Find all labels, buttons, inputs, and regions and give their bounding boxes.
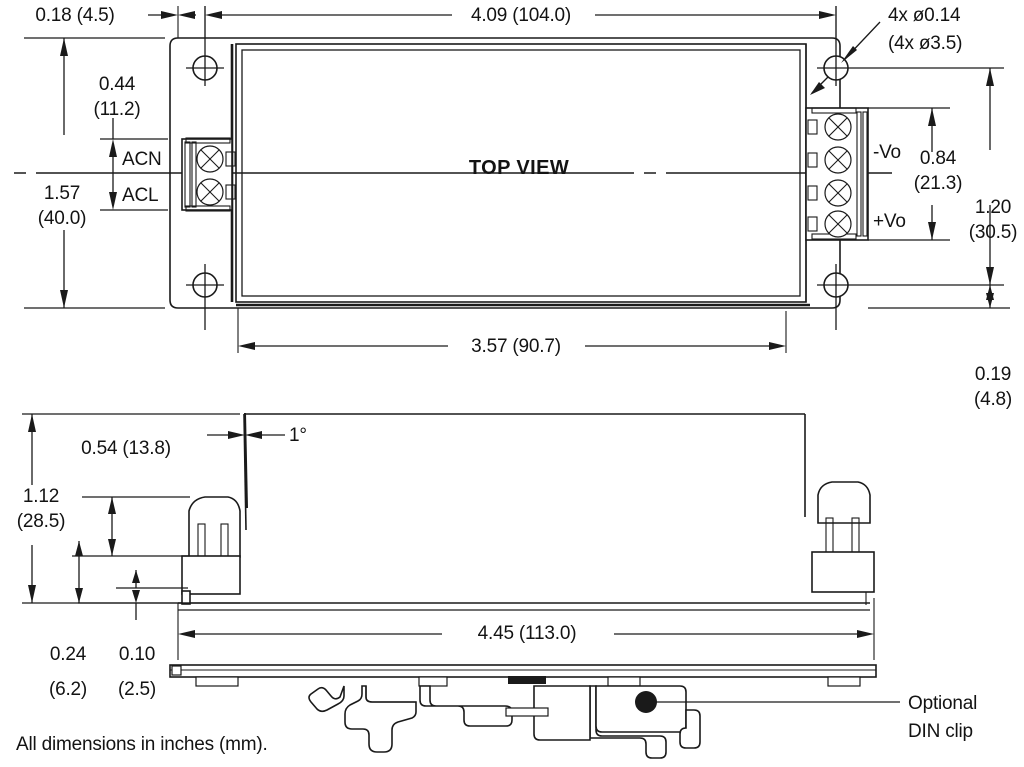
dim-side-overall-height bbox=[22, 413, 240, 604]
terminal-label-acn: ACN bbox=[122, 149, 162, 170]
dim-connector-height bbox=[72, 496, 190, 557]
side-view-base-plate bbox=[169, 664, 877, 687]
dim-label-draft-angle: 1° bbox=[289, 425, 307, 446]
dim-label-body-width: 3.57 (90.7) bbox=[471, 336, 561, 357]
dim-body-width bbox=[237, 308, 787, 353]
dim-label-flange-offset: 0.18 (4.5) bbox=[35, 5, 115, 26]
dim-label-terminal-pitch-left: 0.44 bbox=[98, 74, 136, 95]
dim-mount-hole-span bbox=[986, 68, 994, 285]
side-view-body bbox=[178, 413, 870, 611]
dim-label-overall-height: 1.57 bbox=[43, 183, 81, 204]
dim-terminal-span-right bbox=[868, 107, 950, 241]
dim-label-base-step-mm: (6.2) bbox=[48, 679, 88, 700]
din-clip-callout-line1: Optional bbox=[908, 693, 978, 714]
dim-terminal-pitch-left bbox=[100, 118, 168, 211]
page-title: TOP VIEW bbox=[468, 157, 570, 179]
terminal-block-left bbox=[181, 137, 236, 212]
dim-label-edge-to-hole-mm: (4.8) bbox=[973, 389, 1013, 410]
hole-callout-leader bbox=[810, 21, 881, 95]
mount-hole-top-right bbox=[817, 6, 1004, 86]
dim-label-terminal-span-right-mm: (21.3) bbox=[913, 173, 963, 194]
dim-label-overall-width: 4.09 (104.0) bbox=[470, 5, 572, 26]
dim-label-side-overall-length: 4.45 (113.0) bbox=[477, 623, 577, 644]
terminal-label-acl: ACL bbox=[122, 185, 159, 206]
dim-plate-thickness bbox=[116, 570, 188, 620]
mount-hole-top-left bbox=[186, 6, 224, 86]
dim-label-plate-thickness: 0.10 bbox=[118, 644, 156, 665]
din-clip bbox=[308, 685, 900, 759]
dim-side-overall-length bbox=[177, 598, 875, 660]
terminal-block-right bbox=[805, 107, 869, 241]
dim-label-base-step: 0.24 bbox=[49, 644, 87, 665]
dim-label-plate-thickness-mm: (2.5) bbox=[117, 679, 157, 700]
mount-hole-bottom-left bbox=[186, 264, 224, 330]
side-connector-right bbox=[811, 481, 875, 605]
side-connector-left bbox=[181, 496, 241, 605]
dim-label-terminal-pitch-left-mm: (11.2) bbox=[93, 99, 141, 120]
din-clip-callout-line2: DIN clip bbox=[908, 721, 973, 742]
dim-edge-to-hole bbox=[868, 285, 1010, 309]
dim-label-mount-hole-span: 1.20 bbox=[974, 197, 1012, 218]
hole-spec-callout-line2: (4x ø3.5) bbox=[888, 33, 963, 54]
dim-label-terminal-span-right: 0.84 bbox=[919, 148, 957, 169]
dim-overall-width bbox=[204, 6, 837, 46]
draft-angle-callout bbox=[207, 412, 285, 509]
hole-spec-callout-line1: 4x ø0.14 bbox=[888, 5, 961, 26]
dim-label-side-overall-height-mm: (28.5) bbox=[16, 511, 66, 532]
terminal-label-pos-vo: +Vo bbox=[873, 211, 906, 232]
mount-hole-bottom-right bbox=[817, 264, 1004, 330]
dim-base-step bbox=[75, 541, 190, 604]
dim-overall-height-top-view bbox=[24, 37, 165, 309]
dim-label-overall-height-mm: (40.0) bbox=[37, 208, 87, 229]
dim-label-mount-hole-span-mm: (30.5) bbox=[968, 222, 1018, 243]
footer-note: All dimensions in inches (mm). bbox=[16, 734, 268, 755]
terminal-label-neg-vo: -Vo bbox=[873, 142, 901, 163]
dim-label-side-overall-height: 1.12 bbox=[22, 486, 60, 507]
dim-label-edge-to-hole: 0.19 bbox=[974, 364, 1012, 385]
dim-label-connector-height: 0.54 (13.8) bbox=[81, 438, 171, 459]
dim-flange-offset bbox=[148, 6, 196, 44]
